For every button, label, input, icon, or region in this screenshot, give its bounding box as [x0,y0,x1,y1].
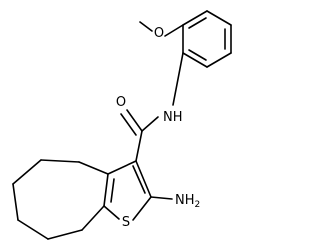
bond [141,116,159,132]
bond [182,10,208,26]
atom-amino-group: NH2 [175,193,200,210]
atom-amide-nitrogen: NH [163,110,183,125]
bond [12,159,42,185]
double-bond [188,17,207,29]
amino-nh: NH [175,193,195,208]
bond [206,52,232,68]
bond [103,173,109,207]
double-bond [120,113,137,136]
double-bond [126,109,143,132]
bond [172,52,184,106]
bond [150,196,173,200]
atom-sulfur: S [122,215,130,230]
double-bond [188,49,207,61]
bond [47,229,83,240]
bond [103,205,120,220]
atom-oxygen-carbonyl: O [116,95,126,110]
cycloheptane-ring [12,159,109,240]
bond [12,183,19,221]
bond [206,10,232,26]
bond [107,160,137,175]
bond [132,196,152,221]
bond [139,21,153,32]
bond [81,205,105,231]
bond [17,219,49,240]
bond [78,161,109,175]
thiophene-ring [103,160,152,221]
bond [135,130,143,162]
bond [182,52,208,68]
double-bond [132,165,146,194]
double-bond [110,178,115,203]
bond [135,160,152,198]
chemical-structure: O O NH NH2 S [12,10,232,240]
bond [164,24,184,37]
amino-subscript: 2 [195,200,201,210]
phenyl-ring [182,10,232,68]
atom-oxygen-methoxy: O [154,26,164,41]
bond [40,159,80,163]
